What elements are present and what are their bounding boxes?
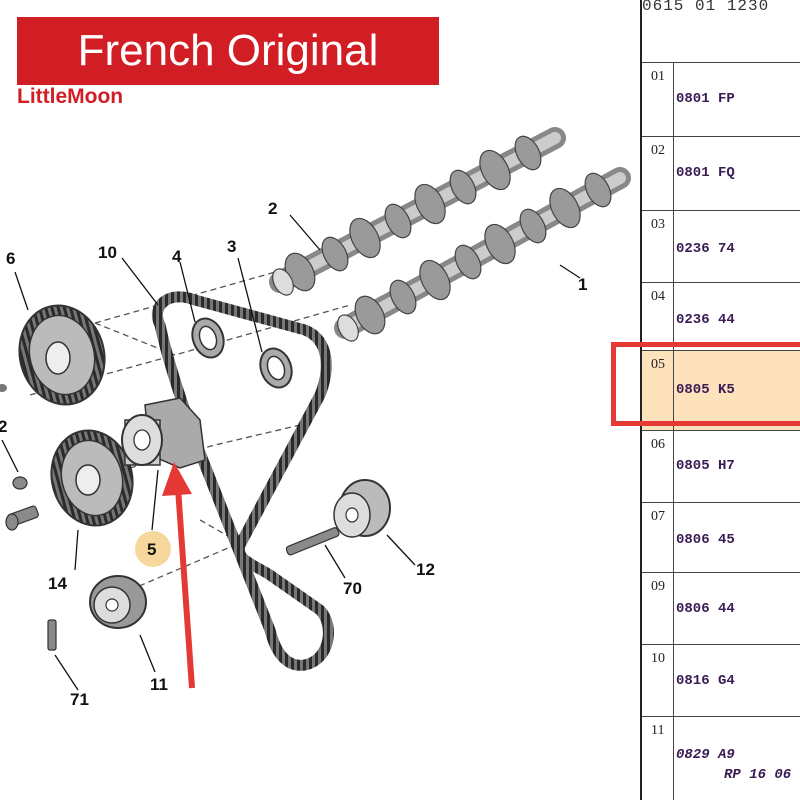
red-arrow (162, 462, 195, 689)
table-row: 01 0801 FP (642, 62, 800, 137)
tensioner-pulley-5 (121, 397, 206, 469)
callout-5: 5 (147, 540, 156, 559)
row-ref: 0805 H7 (676, 458, 735, 474)
row-ref: 0806 44 (676, 601, 735, 617)
crankshaft-sprocket-14 (50, 429, 134, 527)
row-ref-secondary: RP 16 06 (724, 767, 792, 783)
row-ref: 0236 74 (676, 241, 735, 257)
banner: French Original (17, 17, 439, 85)
row-index: 05 (642, 351, 674, 431)
callout-14: 14 (48, 574, 67, 593)
row-index: 11 (642, 717, 674, 800)
callout-3: 3 (227, 237, 236, 256)
idler-pulley-12 (333, 479, 391, 538)
row-ref: 0806 45 (676, 532, 735, 548)
table-row: 04 0236 44 (642, 282, 800, 351)
row-ref: 0816 G4 (676, 673, 735, 689)
table-row: 11 0829 A9 RP 16 06 (642, 716, 800, 800)
callout-1: 1 (578, 275, 587, 294)
oil-seal-4 (191, 317, 225, 359)
row-index: 03 (642, 211, 674, 283)
callout-2-partial: 2 (0, 417, 7, 436)
table-row (642, 16, 800, 62)
callout-leaders (1, 214, 581, 691)
table-row-highlighted: 05 0805 K5 (642, 350, 800, 431)
callout-6: 6 (6, 249, 15, 268)
callout-2: 2 (268, 199, 277, 218)
banner-text: French Original (77, 26, 379, 75)
camshaft-lower (334, 167, 631, 342)
oil-seal-3 (259, 347, 293, 389)
table-row: 10 0816 G4 (642, 644, 800, 717)
callout-71: 71 (70, 690, 89, 709)
callout-12: 12 (416, 560, 435, 579)
row-ref: 0829 A9 (676, 747, 735, 763)
callout-circle-5 (135, 531, 171, 567)
table-row: 02 0801 FQ (642, 136, 800, 211)
callout-70: 70 (343, 579, 362, 598)
row-ref: 0805 K5 (676, 382, 735, 398)
row-ref: 0801 FP (676, 91, 735, 107)
callout-10: 10 (98, 243, 117, 262)
table-row: 09 0806 44 (642, 572, 800, 645)
bolts (5, 476, 340, 651)
row-index: 01 (642, 63, 674, 137)
row-index: 10 (642, 645, 674, 717)
callout-11: 11 (150, 675, 168, 694)
brand-name: LittleMoon (17, 85, 124, 108)
row-ref: 0801 FQ (676, 165, 735, 181)
table-row: 06 0805 H7 (642, 430, 800, 503)
timing-belt-diagram: 1 2 3 4 5 6 10 11 12 14 70 71 2 (0, 127, 631, 709)
row-index: 02 (642, 137, 674, 211)
row-index: 06 (642, 431, 674, 503)
camshaft-upper (269, 127, 566, 296)
camshaft-sprocket-6 (0, 304, 106, 406)
callout-4: 4 (172, 247, 182, 266)
table-header: 0615 01 1230 (642, 0, 770, 15)
row-index: 07 (642, 503, 674, 573)
row-index: 09 (642, 573, 674, 645)
tensioner-11 (89, 575, 147, 629)
row-ref: 0236 44 (676, 312, 735, 328)
table-row: 03 0236 74 (642, 210, 800, 283)
table-row: 07 0806 45 (642, 502, 800, 573)
row-index: 04 (642, 283, 674, 351)
parts-table: 0615 01 1230 01 0801 FP 02 0801 FQ 03 02… (640, 0, 800, 800)
highlight-box (611, 342, 800, 426)
